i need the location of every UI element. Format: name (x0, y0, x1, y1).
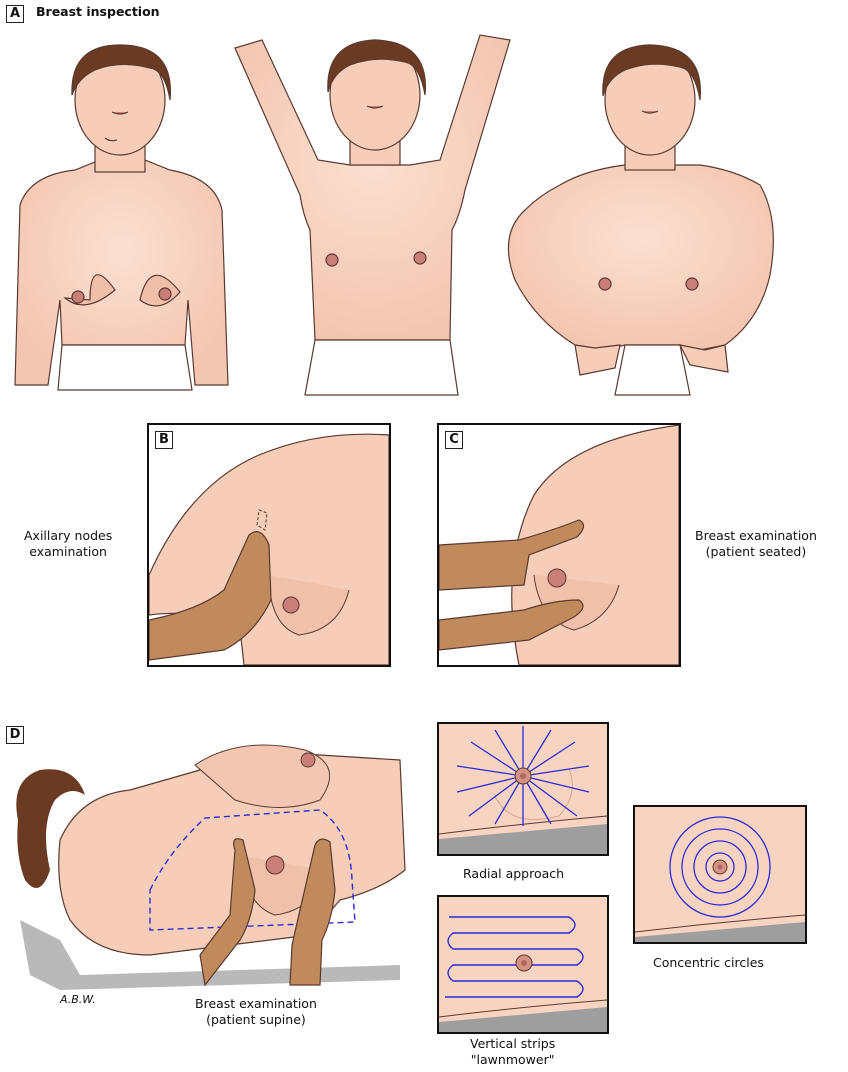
panel-d-label-line1: Breast examination (195, 996, 317, 1012)
panel-b-label-line2: examination (24, 544, 112, 560)
panel-b-label-line1: Axillary nodes (24, 528, 112, 544)
vertical-strips-label-line2: "lawnmower" (470, 1052, 555, 1068)
panel-b-frame (147, 423, 391, 667)
panel-c-frame (437, 423, 681, 667)
panel-c-label-line2: (patient seated) (695, 544, 817, 560)
concentric-circles-diagram (635, 807, 805, 942)
panel-d-label-line2: (patient supine) (195, 1012, 317, 1028)
lawnmower-path (445, 917, 583, 997)
vertical-strips-label: Vertical strips "lawnmower" (470, 1036, 555, 1068)
panel-c-letter: C (445, 431, 463, 449)
vertical-strips-frame (437, 895, 609, 1034)
concentric-circles-label: Concentric circles (653, 955, 764, 971)
panel-d-signature: A.B.W. (60, 992, 96, 1008)
concentric-circles-frame (633, 805, 807, 944)
panel-b-label: Axillary nodes examination (24, 528, 112, 560)
radial-approach-label: Radial approach (463, 866, 564, 882)
figure-arms-down (15, 45, 228, 390)
panel-d-supine-illustration (0, 740, 420, 1020)
figure-hands-on-hips (508, 45, 773, 395)
vertical-strips-diagram (439, 897, 607, 1032)
panel-b-letter: B (155, 431, 173, 449)
panel-c-label: Breast examination (patient seated) (695, 528, 817, 560)
panel-d-label: Breast examination (patient supine) (195, 996, 317, 1028)
figure-arms-raised (235, 35, 510, 395)
vertical-strips-label-line1: Vertical strips (470, 1036, 555, 1052)
radial-approach-diagram (439, 724, 607, 854)
panel-a-illustration (0, 0, 848, 400)
panel-b-illustration (149, 425, 389, 665)
radial-approach-frame (437, 722, 609, 856)
panel-c-label-line1: Breast examination (695, 528, 817, 544)
panel-c-illustration (439, 425, 679, 665)
